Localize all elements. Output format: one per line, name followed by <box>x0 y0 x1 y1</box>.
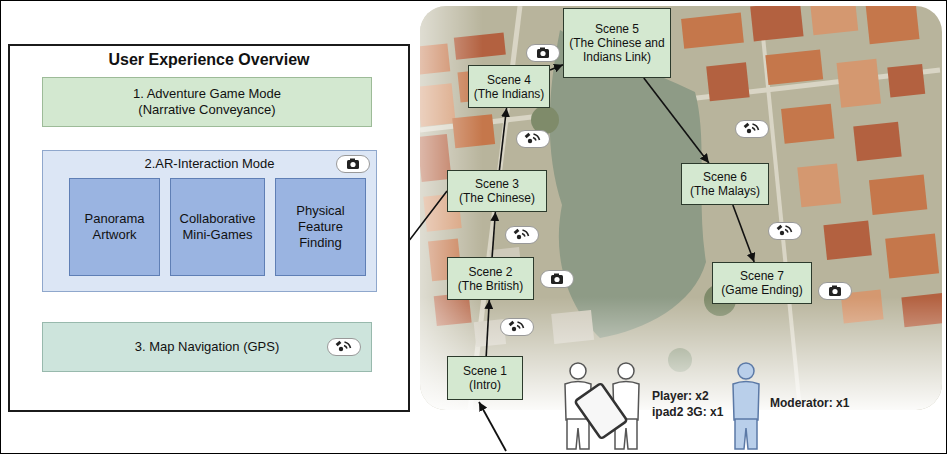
camera-icon <box>819 283 852 300</box>
start-arrow <box>479 402 506 451</box>
box-heading: 1. Adventure Game Mode <box>133 86 281 102</box>
scene-box: Scene 1(Intro) <box>447 356 523 400</box>
box-heading: Scene 5 <box>595 22 639 36</box>
box-heading: Scene 2 <box>468 265 512 279</box>
box-heading: Collaborative Mini-Games <box>175 211 260 243</box>
camera-icon <box>527 45 560 62</box>
box-text: (Narrative Conveyance) <box>138 102 275 118</box>
flow-arrow <box>644 78 709 163</box>
box-heading: Scene 6 <box>703 170 747 184</box>
box-heading: Scene 7 <box>740 269 784 283</box>
scene-box: Scene 2(The British) <box>447 257 534 300</box>
gps-icon <box>501 319 534 336</box>
map-ground <box>420 6 942 410</box>
scene-box: Scene 6(The Malays) <box>681 163 769 205</box>
box-text: (The Malays) <box>690 184 760 198</box>
map-fade <box>420 6 942 410</box>
gps-icon <box>769 223 802 240</box>
flow-arrow <box>550 65 563 70</box>
mode-band: 2.AR-Interaction ModePanorama Artwork Col… <box>42 150 377 292</box>
feature-box: Physical Feature Finding <box>275 178 366 276</box>
feature-box: Collaborative Mini-Games <box>170 178 265 276</box>
flow-arrow <box>733 205 754 262</box>
overview-panel: User Experience Overview 1. Adventure Gam… <box>8 44 410 412</box>
box-text: (Game Ending) <box>721 283 802 297</box>
player-head <box>570 363 586 379</box>
player-legs <box>567 419 589 449</box>
flow-arrow <box>492 212 495 257</box>
box-heading: Physical Feature Finding <box>280 203 361 251</box>
gps-icon <box>506 227 539 244</box>
figure-label: Moderator: x1 <box>770 396 849 410</box>
moderator-head <box>738 363 754 379</box>
moderator-legs <box>735 419 757 449</box>
box-text: (The British) <box>458 279 523 293</box>
moderator-figure <box>733 363 759 449</box>
flow-arrow <box>499 108 506 170</box>
scene-box: Scene 7(Game Ending) <box>712 262 812 304</box>
gps-icon <box>517 131 550 148</box>
mode-box: 1. Adventure Game Mode(Narrative Conveya… <box>42 77 372 127</box>
camera-icon <box>541 271 574 288</box>
map-fade <box>420 6 942 410</box>
feature-box: Panorama Artwork <box>69 178 160 276</box>
box-heading: User Experience Overview <box>10 51 408 69</box>
box-heading: Scene 4 <box>487 73 531 87</box>
box-heading: 3. Map Navigation (GPS) <box>135 339 280 355</box>
scene-box: Scene 4(The Indians) <box>468 65 550 108</box>
figure-label: ipad2 3G: x1 <box>652 405 723 419</box>
scene-box: Scene 3(The Chinese) <box>447 170 547 212</box>
box-heading: Scene 3 <box>475 177 519 191</box>
moderator-body <box>733 382 759 421</box>
box-heading: 2.AR-Interaction Mode <box>43 151 376 171</box>
box-text: (Intro) <box>469 378 501 392</box>
player-head <box>618 363 634 379</box>
figure-label: Player: x2 <box>652 389 709 403</box>
scene-box: Scene 5(The Chinese and Indians Link) <box>563 8 671 78</box>
box-text: (The Indians) <box>474 87 545 101</box>
box-text: (The Chinese and Indians Link) <box>567 36 667 64</box>
flow-arrow <box>486 300 489 356</box>
tablet-figure <box>575 383 628 439</box>
box-text: (The Chinese) <box>459 191 535 205</box>
gps-icon <box>736 121 769 138</box>
aerial-map <box>420 6 942 410</box>
box-heading: Panorama Artwork <box>74 211 155 243</box>
mode-box: 3. Map Navigation (GPS) <box>42 322 372 372</box>
box-heading: Scene 1 <box>463 364 507 378</box>
